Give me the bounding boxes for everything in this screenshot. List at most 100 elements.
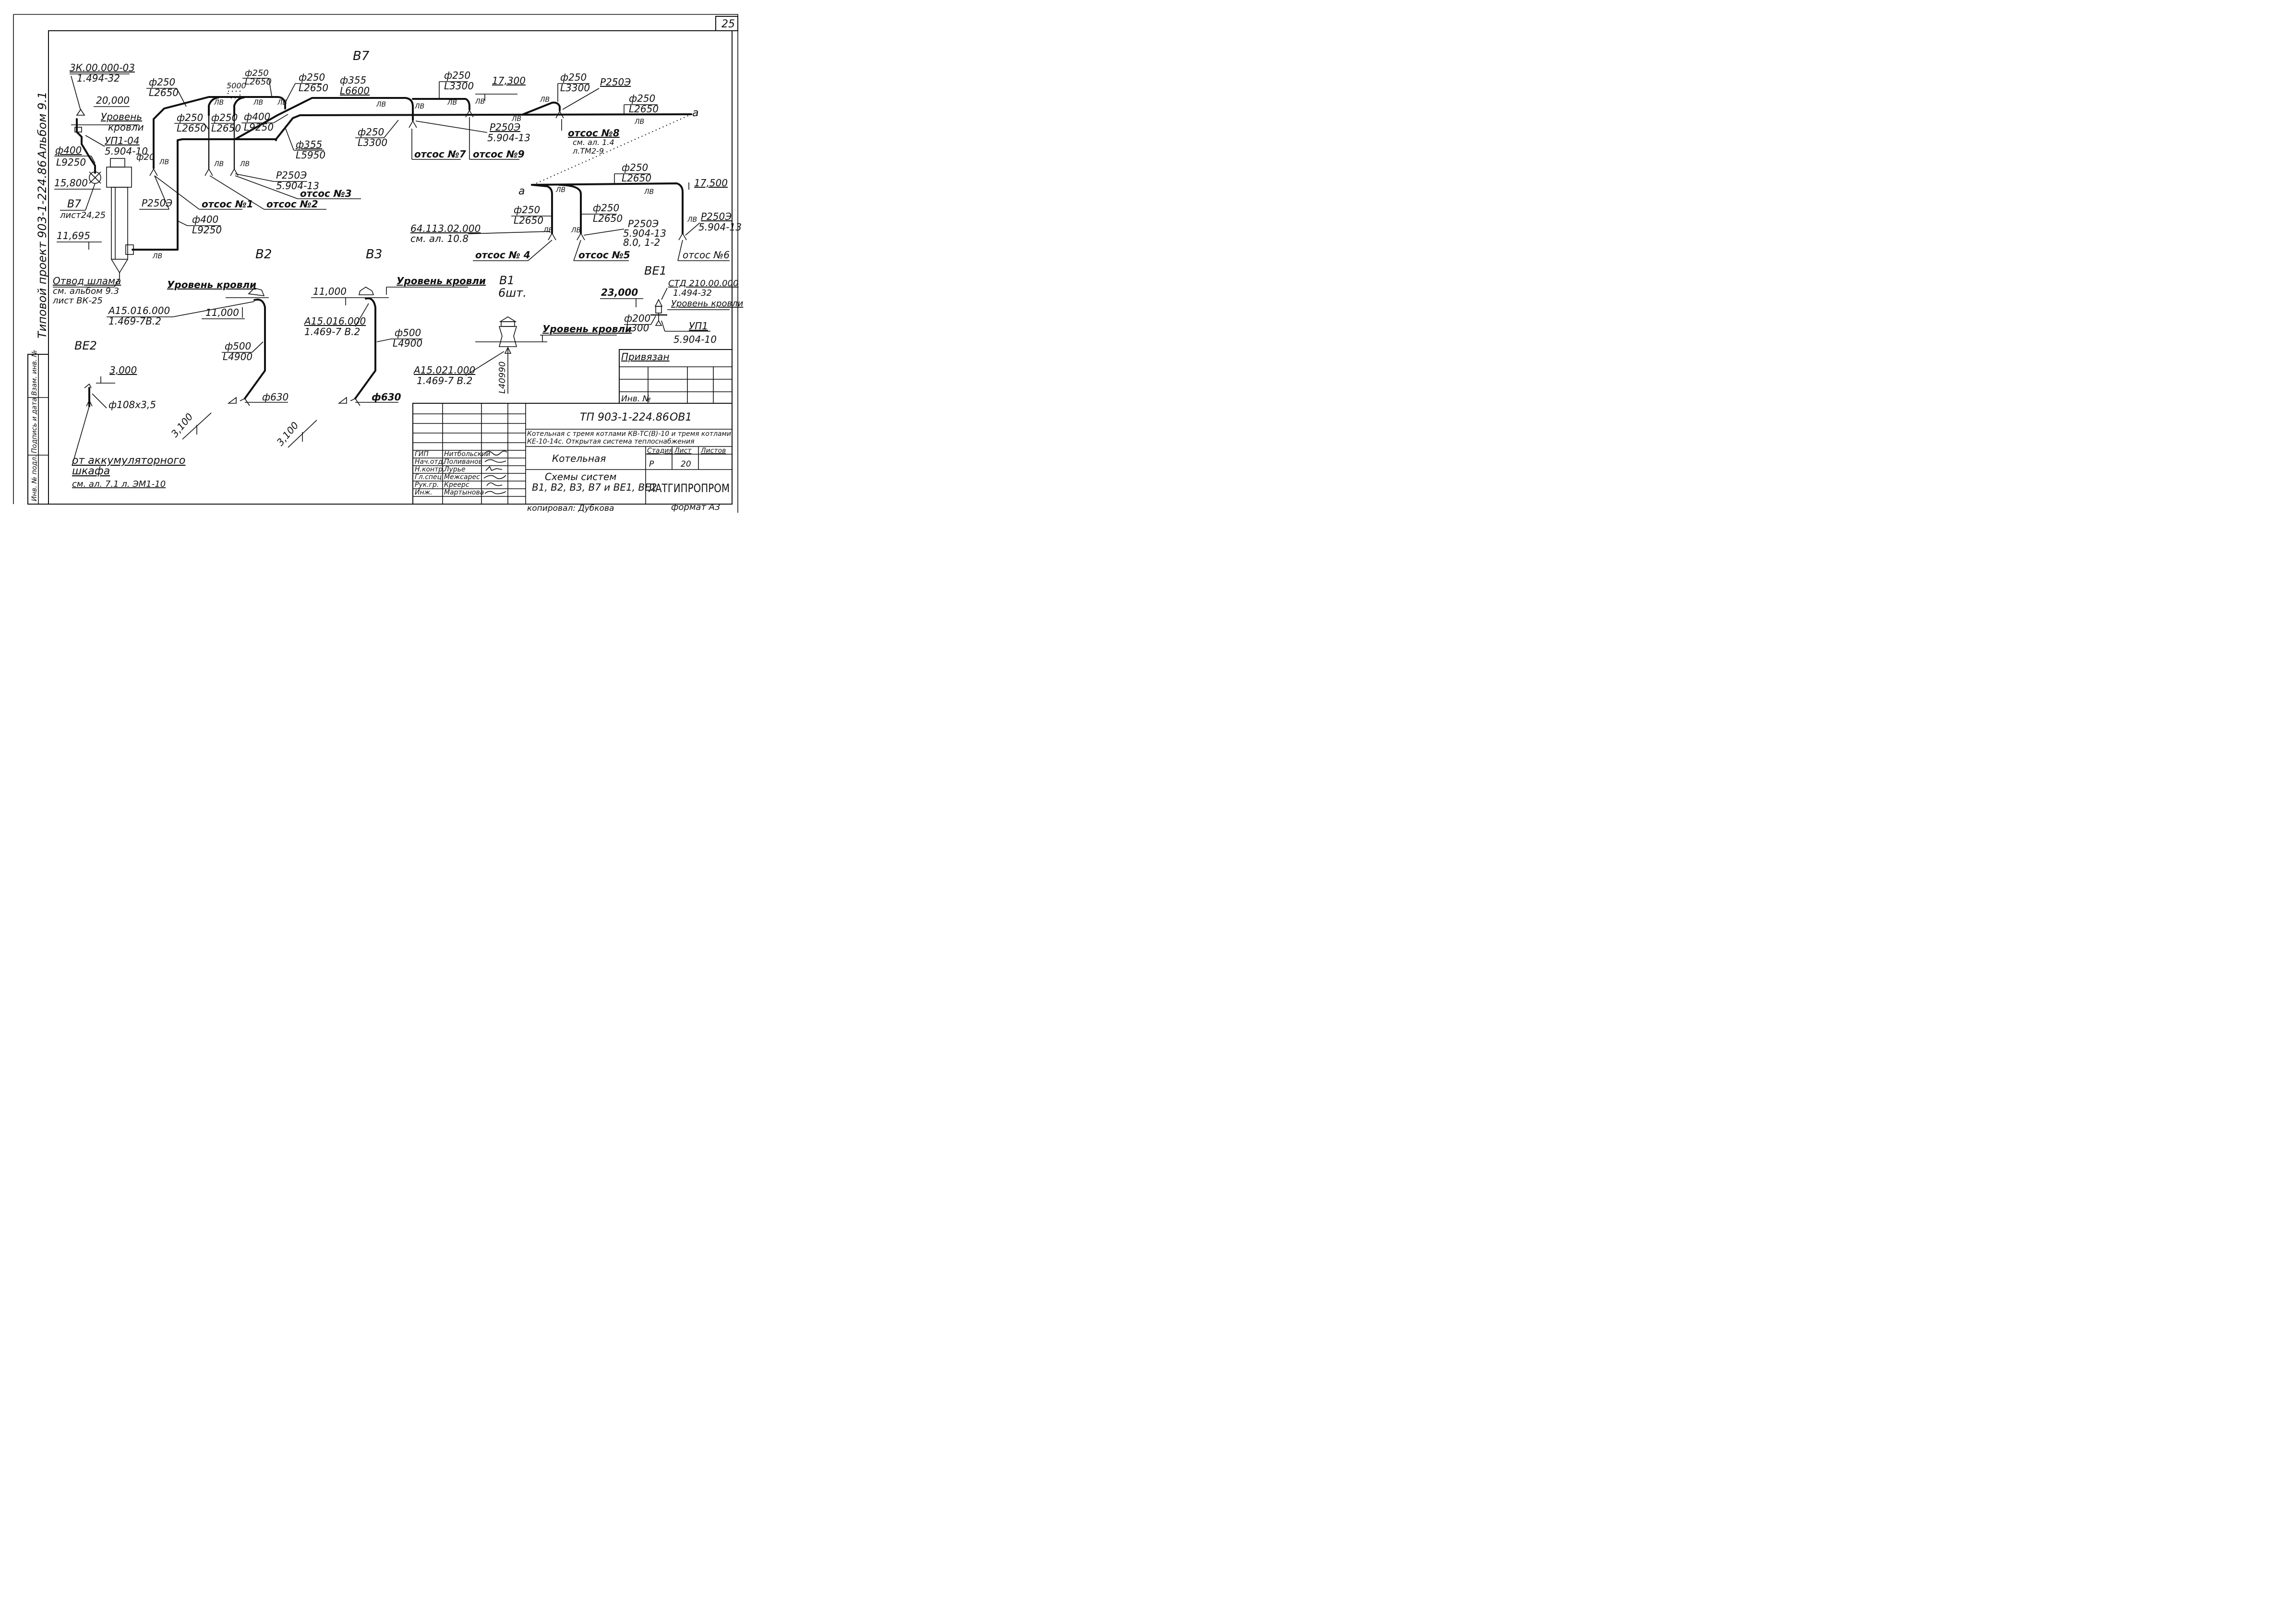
b7-d250-f: ф250 — [629, 93, 655, 104]
b2-pipe — [227, 288, 266, 406]
title-desc-2: КЕ-10-14с. Открытая система теплоснабжен… — [527, 438, 695, 446]
b7-l2650-g: L2650 — [177, 122, 206, 134]
b7-sludge-album: см. альбом 9.3 — [53, 286, 119, 296]
b7-r2503-d: P250Э — [490, 121, 520, 133]
b3-a15-doc: 1.469-7 В.2 — [304, 326, 360, 338]
b7-otsos-6: отсос №6 — [683, 249, 730, 261]
stamp-vzam-inv: Взам. инв. № — [31, 350, 38, 396]
b7-l2650-b: L2650 — [245, 77, 272, 87]
b7-l5950: L5950 — [296, 149, 325, 161]
system-title-b1: B1 — [499, 274, 515, 287]
title-code: ТП 903-1-224.86 — [580, 411, 669, 423]
b3-d630: ф630 — [372, 391, 401, 403]
be1-up1: УП1 — [689, 320, 708, 332]
system-title-b3: B3 — [366, 247, 382, 262]
b7-r64-album: см. ал. 10.8 — [410, 233, 469, 244]
b7-roof-level-2: кровли — [108, 121, 144, 133]
b7-ref-code: 3К.00.000-03 — [70, 62, 135, 73]
side-stamp: Инв. № подл. Подпись и дата Взам. инв. № — [27, 350, 49, 505]
title-signatures: ГИП Нач.отд. Н.контр. Гл.спец. Рук.гр. И… — [415, 450, 507, 496]
b7-dim-5000: 5000 — [227, 81, 246, 90]
b7-elev-20000: 20,000 — [96, 95, 130, 106]
b7-r2503-a: P250Э — [600, 76, 631, 88]
b7-d250-j: ф250 — [622, 162, 648, 173]
b7-d20: ф20 — [136, 152, 155, 162]
b7-node-a-1: a — [692, 107, 698, 119]
b7-otsos-5: отсос №5 — [578, 249, 630, 261]
b7-d250-l: ф250 — [593, 202, 619, 214]
be2-from: от аккумуляторного — [72, 455, 185, 467]
b7-lv-15: ЛВ — [555, 186, 565, 194]
b7-lv-16: ЛВ — [644, 188, 654, 196]
title-drawing-1: Схемы систем — [545, 471, 616, 482]
b1-a15-doc: 1.469-7 В.2 — [417, 375, 472, 386]
b7-sludge-sheet: лист ВК-25 — [52, 296, 103, 306]
stamp-inv-podl: Инв. № подл. — [31, 455, 38, 501]
system-b1-qty: 6шт. — [498, 286, 527, 300]
role-1: Нач.отд. — [415, 458, 445, 466]
be1-std-code: СТД 210.00.000 — [668, 278, 738, 289]
be2-d108: ф108х3,5 — [108, 399, 156, 410]
b7-l9250: L9250 — [56, 157, 86, 168]
sheet-frame — [13, 14, 738, 513]
b7-d355-b: ф355 — [296, 139, 322, 150]
b3-d500: ф500 — [395, 327, 421, 338]
b7-l2650-k: L2650 — [514, 215, 543, 226]
b7-lv-18: ЛВ — [571, 227, 581, 234]
b7-lv-8: ЛВ — [511, 115, 521, 123]
b7-lv-11: ЛВ — [159, 158, 169, 166]
stamp-signature-date: Подпись и дата — [31, 398, 38, 453]
b7-r2503-e: P250Э — [628, 218, 659, 229]
b7-r2503-f: P250Э — [701, 211, 732, 222]
b7-lv-1: ЛВ — [214, 99, 224, 107]
b7-l2650-a: L2650 — [149, 87, 179, 98]
be1-l300: L300 — [625, 322, 649, 334]
project-label: Типовой проект 903-1-224.86 — [36, 160, 49, 338]
b7-elev-15800: 15,800 — [54, 177, 88, 189]
b3-pipe — [337, 287, 376, 406]
b7-otsos-1: отсос №1 — [202, 198, 253, 210]
b7-up104-code: УП1-04 — [105, 135, 140, 146]
b7-r64-code: 64.113.02.000 — [410, 223, 481, 234]
role-0: ГИП — [415, 450, 429, 458]
b7-d250-c: ф250 — [299, 72, 325, 83]
copied-by: копировал: Дубкова — [527, 504, 614, 513]
b7-lv-12: ЛВ — [214, 160, 224, 168]
b7-lv-9: ЛВ — [540, 96, 550, 104]
b7-r2503-c: P250Э — [276, 169, 307, 181]
b7-elev-17500: 17,500 — [694, 177, 728, 189]
b7-l2650-j: L2650 — [622, 172, 651, 184]
b3-elev-11000: 11,000 — [313, 286, 347, 297]
b7-lv-19: ЛВ — [687, 216, 697, 224]
b2-elev-3100: 3,100 — [168, 411, 195, 439]
b2-a15-code: А15.016.000 — [108, 305, 170, 316]
b2-l4900: L4900 — [223, 351, 252, 362]
title-sheet-mark: ОВ1 — [670, 411, 692, 423]
b7-d250-d: ф250 — [444, 70, 470, 81]
b7-elev-11695: 11,695 — [57, 230, 90, 241]
name-4: Креерс — [444, 481, 469, 489]
b7-lv-14: ЛВ — [152, 253, 162, 260]
b7-otsos-2: отсос №2 — [266, 198, 318, 210]
signature-3 — [483, 475, 506, 479]
title-sheets-header: Листов — [700, 447, 726, 455]
b7-l9250-b: L9250 — [244, 121, 274, 133]
b7-l2650-h: L2650 — [211, 122, 241, 134]
b1-l40990: L40990 — [497, 362, 507, 394]
page-number: 25 — [721, 18, 735, 30]
b7-lower-branch — [531, 182, 684, 234]
b7-l3300-a: L3300 — [444, 80, 474, 92]
b7-vent-symbols — [74, 109, 687, 241]
b7-elev-17300: 17,300 — [492, 75, 526, 86]
signature-5 — [484, 491, 506, 494]
b7-lv-2: ЛВ — [253, 99, 263, 107]
role-5: Инж. — [415, 489, 433, 496]
b7-l6600: L6600 — [340, 85, 370, 96]
b7-l3300-b: L3300 — [560, 82, 590, 94]
title-stage-header: Стадия — [647, 447, 673, 455]
b7-d250-h: ф250 — [211, 112, 238, 123]
be1-up1-doc: 5.904-10 — [673, 334, 717, 345]
b1-a15-code: А15.021.000 — [413, 364, 475, 376]
b7-d355-a: ф355 — [340, 74, 366, 86]
b7-r2503-e-doc2: 8.0, 1-2 — [623, 237, 660, 248]
